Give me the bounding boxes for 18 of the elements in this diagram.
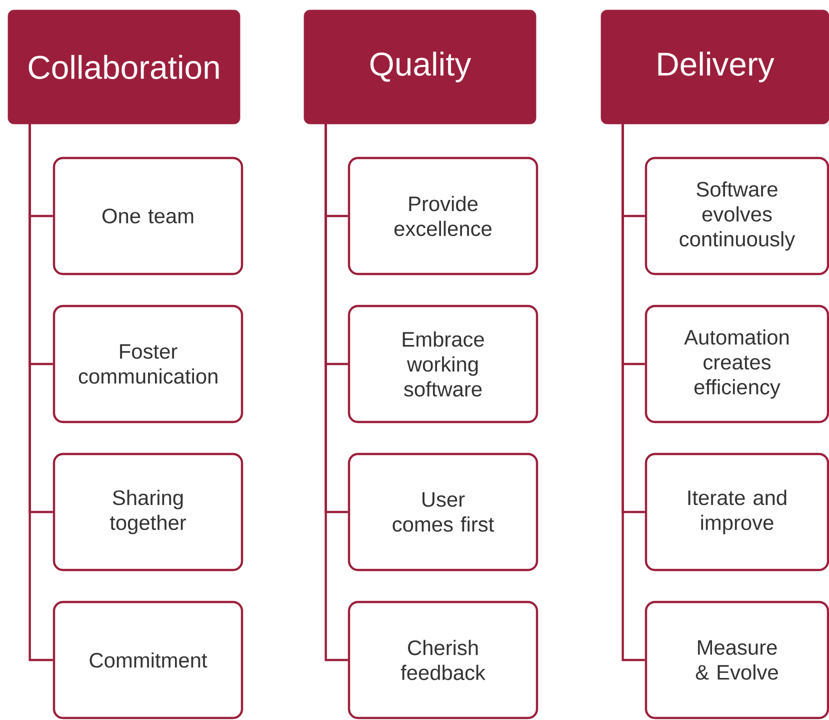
- item-box: User comes first: [348, 452, 538, 572]
- item-box: Cherish feedback: [348, 600, 538, 720]
- item-box: Commitment: [52, 600, 244, 720]
- item-box: Embrace working software: [348, 304, 538, 424]
- item-box: Measure & Evolve: [644, 600, 829, 720]
- item-box: Automation creates efficiency: [644, 304, 829, 424]
- item-box: Software evolves continuously: [644, 156, 829, 276]
- header-box: Quality: [304, 10, 536, 124]
- item-box: One team: [52, 156, 244, 276]
- header-box: Collaboration: [8, 10, 240, 124]
- item-box: Iterate and improve: [644, 452, 829, 572]
- item-box: Provide excellence: [348, 156, 538, 276]
- connector-line: [622, 124, 645, 662]
- header-box: Delivery: [600, 10, 829, 124]
- connector-line: [324, 124, 348, 662]
- connector-line: [28, 124, 53, 662]
- item-box: Sharing together: [52, 452, 244, 572]
- item-box: Foster communication: [52, 304, 244, 424]
